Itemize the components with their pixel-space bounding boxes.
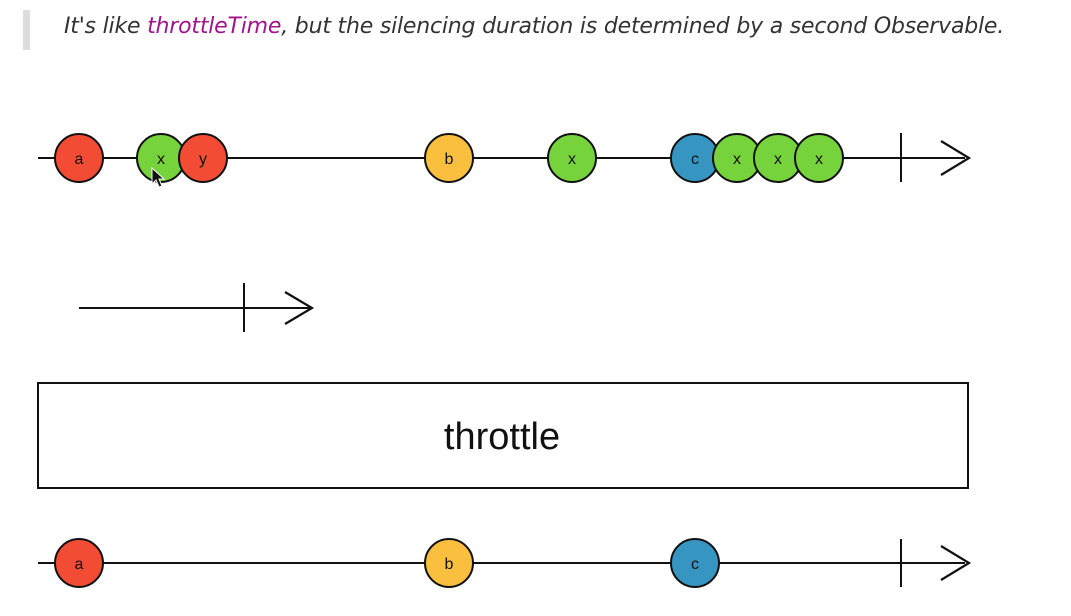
- output-marble-a: a: [54, 538, 104, 588]
- caption-prefix: It's like: [64, 14, 148, 39]
- source-marble-label: x: [774, 151, 782, 168]
- output-marbles: a b c: [54, 538, 720, 588]
- output-marble-circle: [54, 538, 104, 588]
- source-marble-circle: [424, 133, 474, 183]
- mouse-cursor-icon: [151, 167, 166, 188]
- output-marble-label: c: [691, 556, 699, 573]
- source-marble-y: y: [178, 133, 228, 183]
- source-marble-label: a: [75, 151, 84, 168]
- output-marble-c: c: [670, 538, 720, 588]
- duration-arrowhead: [284, 291, 315, 325]
- operator-description: It's like throttleTime, but the silencin…: [64, 14, 1064, 39]
- source-marble-label: x: [568, 151, 576, 168]
- source-marble-circle: [547, 133, 597, 183]
- operator-box-frame: [37, 382, 969, 489]
- source-marble-label: c: [691, 151, 699, 168]
- source-marble-label: b: [445, 151, 454, 168]
- output-marble-label: b: [445, 556, 454, 573]
- source-marble-b: b: [424, 133, 474, 183]
- output-stream: a b c: [38, 538, 972, 588]
- source-marble-circle: [794, 133, 844, 183]
- source-marble-a: a: [54, 133, 104, 183]
- source-arrowhead: [940, 140, 972, 176]
- blockquote-bar: [23, 10, 30, 50]
- output-marble-b: b: [424, 538, 474, 588]
- operator-label: throttle: [444, 416, 560, 458]
- source-marble-label: x: [157, 151, 165, 168]
- source-marble-x: x: [794, 133, 844, 183]
- source-marble-label: y: [199, 151, 207, 168]
- output-marble-circle: [424, 538, 474, 588]
- duration-stream: [79, 283, 315, 332]
- caption-suffix: , but the silencing duration is determin…: [281, 14, 1005, 39]
- source-marble-circle: [178, 133, 228, 183]
- source-marble-label: x: [733, 151, 741, 168]
- operator-box: throttle: [37, 382, 969, 489]
- output-marble-circle: [670, 538, 720, 588]
- source-marble-c: c: [670, 133, 720, 183]
- output-marble-label: a: [75, 556, 84, 573]
- output-arrowhead: [940, 545, 972, 581]
- source-marble-x: x: [712, 133, 762, 183]
- source-marble-circle: [54, 133, 104, 183]
- caption-code-throttletime: throttleTime: [147, 14, 282, 39]
- source-marble-x: x: [547, 133, 597, 183]
- source-marble-label: x: [815, 151, 823, 168]
